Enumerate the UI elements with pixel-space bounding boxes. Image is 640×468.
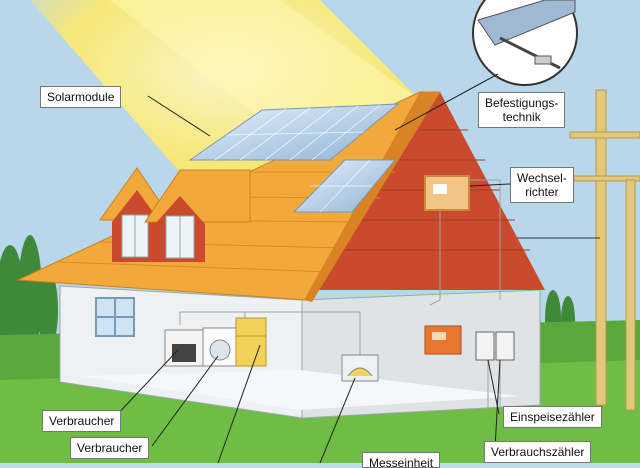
measuring-unit-device [341, 354, 379, 382]
leader-lines [111, 73, 511, 463]
utility-pole [569, 89, 640, 411]
charge-controller-device [424, 325, 462, 355]
mounting-detail-inset [472, 0, 578, 86]
roof-edge [304, 92, 440, 302]
label-inverter-line2: richter [525, 185, 559, 199]
label-measuring-unit: Messeinheit [362, 452, 441, 468]
dormer-left [99, 167, 173, 262]
electricity-meters [475, 331, 515, 361]
interior-floor [80, 370, 520, 410]
label-consumption-meter: Verbrauchszähler [484, 441, 592, 463]
label-inverter-line1: Wechsel- [517, 171, 567, 185]
dormer-right [144, 169, 251, 262]
label-mounting-line1: Befestigungs- [485, 96, 559, 110]
label-inverter: Wechsel- richter [510, 167, 574, 203]
house-window [95, 297, 135, 337]
label-feed-in-meter: Einspeisezähler [503, 406, 602, 428]
solar-panel-array [188, 103, 400, 213]
label-solar-modules: Solarmodule [40, 86, 122, 108]
appliance-fridge [235, 317, 267, 367]
label-mounting: Befestigungs- technik [478, 92, 566, 128]
appliance-oven [164, 329, 204, 367]
inverter-device [424, 175, 470, 211]
label-consumer-1: Verbraucher [42, 410, 122, 432]
wiring [179, 179, 501, 410]
trees-left [0, 235, 58, 355]
label-consumer-2: Verbraucher [70, 437, 150, 459]
appliance-washing-machine [202, 327, 238, 367]
label-mounting-line2: technik [502, 110, 541, 124]
